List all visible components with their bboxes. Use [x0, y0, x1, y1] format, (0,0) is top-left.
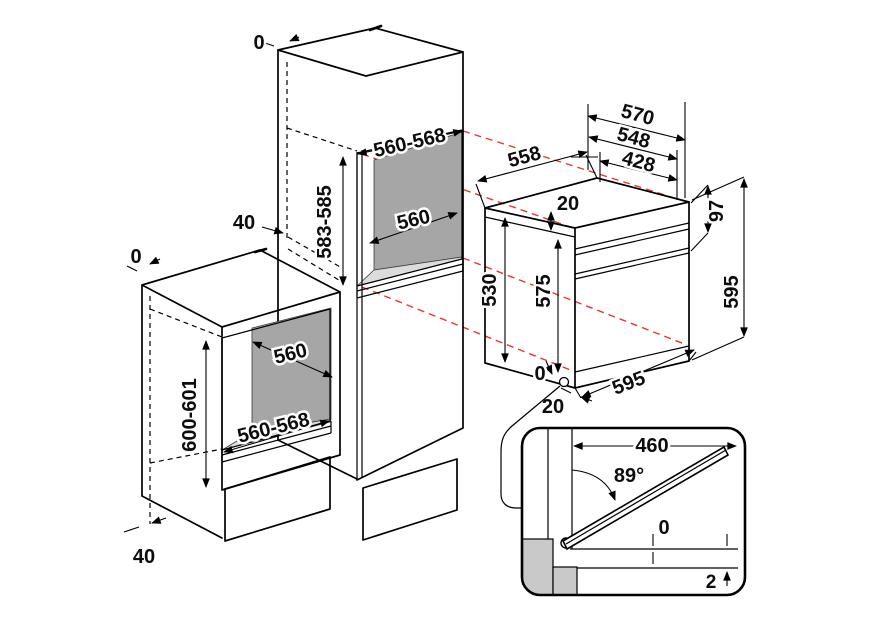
- base-niche-opening: [221, 308, 331, 451]
- inset-border: [520, 426, 747, 597]
- reference-lines: [570, 548, 738, 569]
- oven-outline: [484, 201, 690, 389]
- dim-door-gap: 0: [658, 517, 669, 539]
- oven-drawing: [484, 177, 690, 389]
- dim-line: [369, 212, 458, 244]
- dim-line: [477, 150, 588, 183]
- door-detail-inset: 460 89° 0 2: [500, 385, 747, 597]
- dim-top-gap-base: 0: [130, 246, 141, 268]
- dim-top-gap-tall: 0: [253, 32, 264, 54]
- door-panel-line: [565, 449, 727, 545]
- tall-niche-sill: [356, 259, 464, 299]
- dim-front-depth: 428: [620, 147, 658, 177]
- dim-line: [357, 129, 463, 156]
- dim-back-gap-tall: 40: [233, 212, 255, 234]
- oven-top-face: [484, 177, 690, 229]
- dim-arrow: [261, 226, 284, 235]
- dim-floor-clearance: 2: [706, 572, 717, 593]
- base-cabinet-plinth: [224, 456, 331, 542]
- open-oven-door: [561, 445, 730, 551]
- tall-cabinet-hidden-lines: [286, 62, 358, 283]
- dim-line: [581, 349, 695, 398]
- tall-cabinet-top-face: [277, 27, 464, 77]
- projection-line: [462, 130, 688, 203]
- dim-line: [223, 419, 330, 454]
- dim-arrows: [126, 259, 161, 271]
- dim-top-recess: 20: [557, 193, 579, 215]
- dim-back-gap-base: 40: [133, 546, 155, 568]
- callout-marker: [558, 376, 570, 388]
- corner-tick: [253, 247, 268, 254]
- dim-total-height: 595: [721, 275, 743, 308]
- projection-line: [361, 286, 574, 372]
- cabinet-front-section: [547, 429, 573, 549]
- dimensions-oven: 570 548 428 558 20 530 575 97 595 595 0 …: [475, 98, 748, 421]
- dim-arrow: [544, 360, 553, 375]
- dim-door-projection: 460: [635, 435, 668, 457]
- dim-line: [588, 135, 678, 161]
- corner-tick: [368, 24, 383, 32]
- oven-door-lines: [574, 222, 690, 373]
- dim-body-height: 530: [479, 273, 501, 306]
- angle-arc: [571, 469, 616, 501]
- dim-niche-height-base: 600-601: [179, 378, 201, 451]
- dim-opening-angle: 89°: [614, 465, 644, 487]
- dim-fascia-height: 97: [706, 200, 728, 222]
- tall-cabinet-drawing: [277, 24, 464, 541]
- tall-cabinet-front-stile: [356, 150, 363, 480]
- dim-line: [252, 341, 333, 378]
- extension-lines: [691, 176, 745, 361]
- dim-line: [599, 159, 678, 182]
- tall-cabinet-outline: [277, 49, 464, 481]
- dim-front-offset: 20: [542, 396, 564, 418]
- dim-niche-height-tall: 583-585: [314, 185, 336, 258]
- base-cabinet-drawing: [141, 247, 341, 542]
- dim-arrows: [264, 37, 299, 46]
- base-cabinet-hidden-lines: [149, 296, 223, 524]
- dim-arrows: [652, 534, 727, 586]
- dim-arrows: [123, 518, 167, 532]
- callout-leader-line: [500, 385, 561, 509]
- tall-cabinet-plinth: [362, 458, 458, 541]
- plinth-section-step: [552, 566, 578, 594]
- oven-top-edge-line: [484, 216, 576, 238]
- dim-arrows: [560, 388, 593, 401]
- dim-front-height: 575: [533, 274, 555, 307]
- dim-bottom-gap: 0: [534, 363, 545, 385]
